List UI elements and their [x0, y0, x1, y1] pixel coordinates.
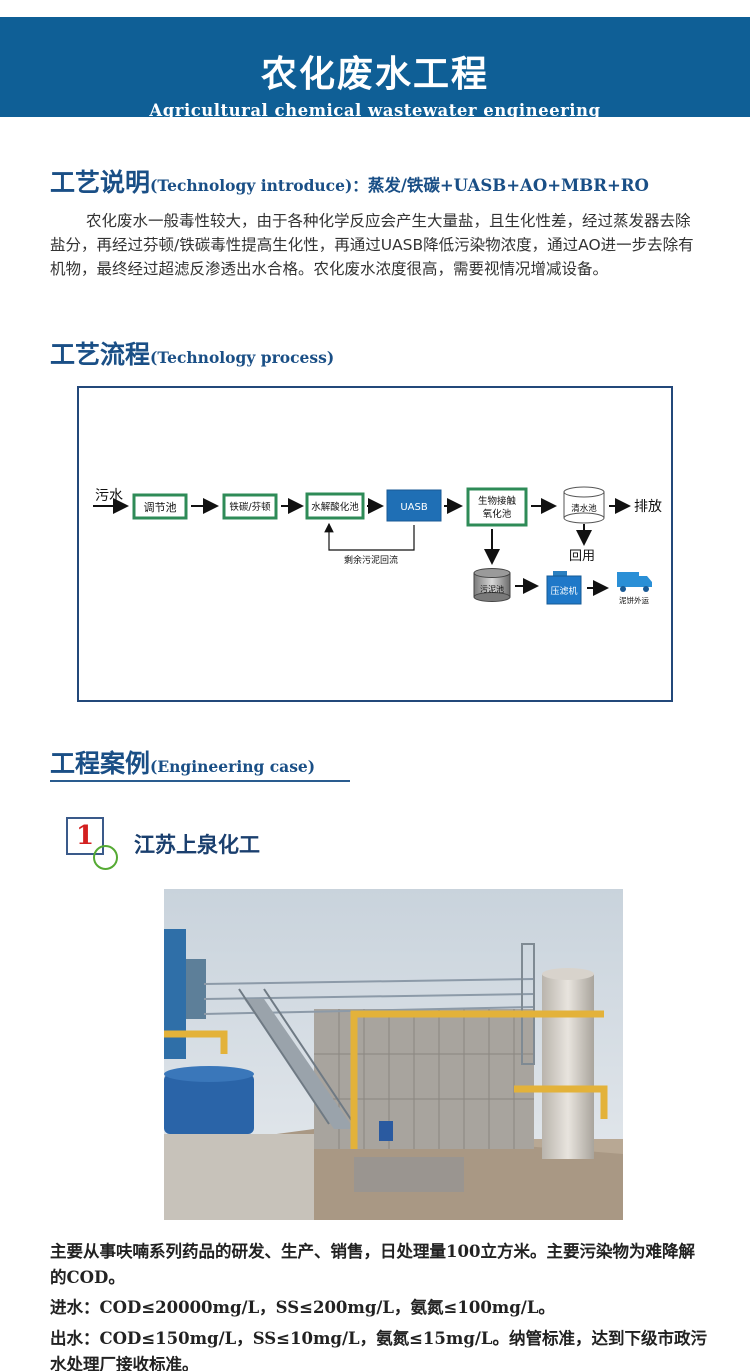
svg-text:UASB: UASB — [400, 502, 428, 513]
cases-heading-underline — [50, 780, 350, 782]
process-heading-en: (Technology process) — [150, 348, 335, 367]
header-banner: 农化废水工程 Agricultural chemical wastewater … — [0, 17, 750, 120]
flow-discharge-label: 排放 — [634, 499, 662, 515]
page-title: 农化废水工程 — [260, 53, 489, 95]
tech-intro-paragraph: 农化废水一般毒性较大，由于各种化学反应会产生大量盐，且生化性差，经过蒸发器去除盐… — [50, 209, 702, 281]
svg-text:调节池: 调节池 — [144, 501, 177, 514]
flow-inlet-label: 污水 — [95, 488, 123, 504]
cases-heading: 工程案例(Engineering case) — [50, 744, 315, 780]
case-inlet-spec: 进水：COD≤20000mg/L，SS≤200mg/L，氨氮≤100mg/L。 — [50, 1298, 555, 1317]
cases-heading-en: (Engineering case) — [150, 757, 316, 776]
flow-filter-press: 压滤机 — [546, 571, 582, 605]
tech-intro-heading-cn: 工艺说明 — [50, 168, 151, 197]
svg-text:水解酸化池: 水解酸化池 — [311, 501, 359, 513]
svg-text:清水池: 清水池 — [571, 503, 597, 514]
flow-clear-water-tank: 清水池 — [563, 486, 605, 524]
flow-truck-label: 泥饼外运 — [619, 595, 649, 605]
tech-intro-text: 农化废水一般毒性较大，由于各种化学反应会产生大量盐，且生化性差，经过蒸发器去除盐… — [50, 212, 694, 278]
tech-intro-heading: 工艺说明(Technology introduce)：蒸发/铁碳+UASB+AO… — [50, 163, 649, 199]
flow-step-contact-oxidation: 生物接触 氧化池 — [466, 487, 528, 527]
process-heading-cn: 工艺流程 — [50, 340, 151, 369]
flow-step-hydrolysis-tank: 水解酸化池 — [305, 492, 365, 520]
flow-reuse-label: 回用 — [569, 549, 595, 564]
case-number-decoration — [93, 845, 118, 870]
flow-sludge-tank: 污泥池 — [473, 568, 511, 602]
flow-recycle-line — [328, 525, 415, 551]
svg-text:铁碳/芬顿: 铁碳/芬顿 — [229, 501, 271, 513]
process-flow-svg: 污水 调节池 铁碳/芬顿 水解酸化池 UASB 生物接触 — [93, 486, 662, 605]
svg-text:压滤机: 压滤机 — [550, 585, 577, 597]
case-description: 主要从事呋喃系列药品的研发、生产、销售，日处理量100立方米。主要污染物为难降解… — [50, 1242, 695, 1287]
svg-text:生物接触: 生物接触 — [478, 495, 517, 507]
case-outlet-spec: 出水：COD≤150mg/L，SS≤10mg/L，氨氮≤15mg/L。纳管标准，… — [50, 1329, 707, 1371]
case-number-badge: 1 — [66, 817, 104, 855]
flow-step-regulating-tank: 调节池 — [132, 493, 188, 520]
flow-step-fenton: 铁碳/芬顿 — [222, 493, 278, 520]
flow-recycle-label: 剩余污泥回流 — [344, 554, 398, 566]
tech-intro-heading-tail: 蒸发/铁碳+UASB+AO+MBR+RO — [367, 176, 649, 195]
page-subtitle: Agricultural chemical wastewater enginee… — [149, 101, 601, 120]
svg-text:污泥池: 污泥池 — [480, 584, 504, 594]
flow-step-uasb: UASB — [386, 489, 442, 522]
process-flow-diagram: 污水 调节池 铁碳/芬顿 水解酸化池 UASB 生物接触 — [77, 386, 673, 702]
svg-text:氧化池: 氧化池 — [483, 508, 512, 520]
process-heading: 工艺流程(Technology process) — [50, 335, 334, 371]
case-title: 江苏上泉化工 — [134, 832, 260, 857]
truck-icon — [617, 572, 652, 592]
cases-heading-cn: 工程案例 — [50, 749, 151, 778]
case-photo — [164, 889, 623, 1220]
tech-intro-heading-en: (Technology introduce)： — [150, 176, 368, 195]
